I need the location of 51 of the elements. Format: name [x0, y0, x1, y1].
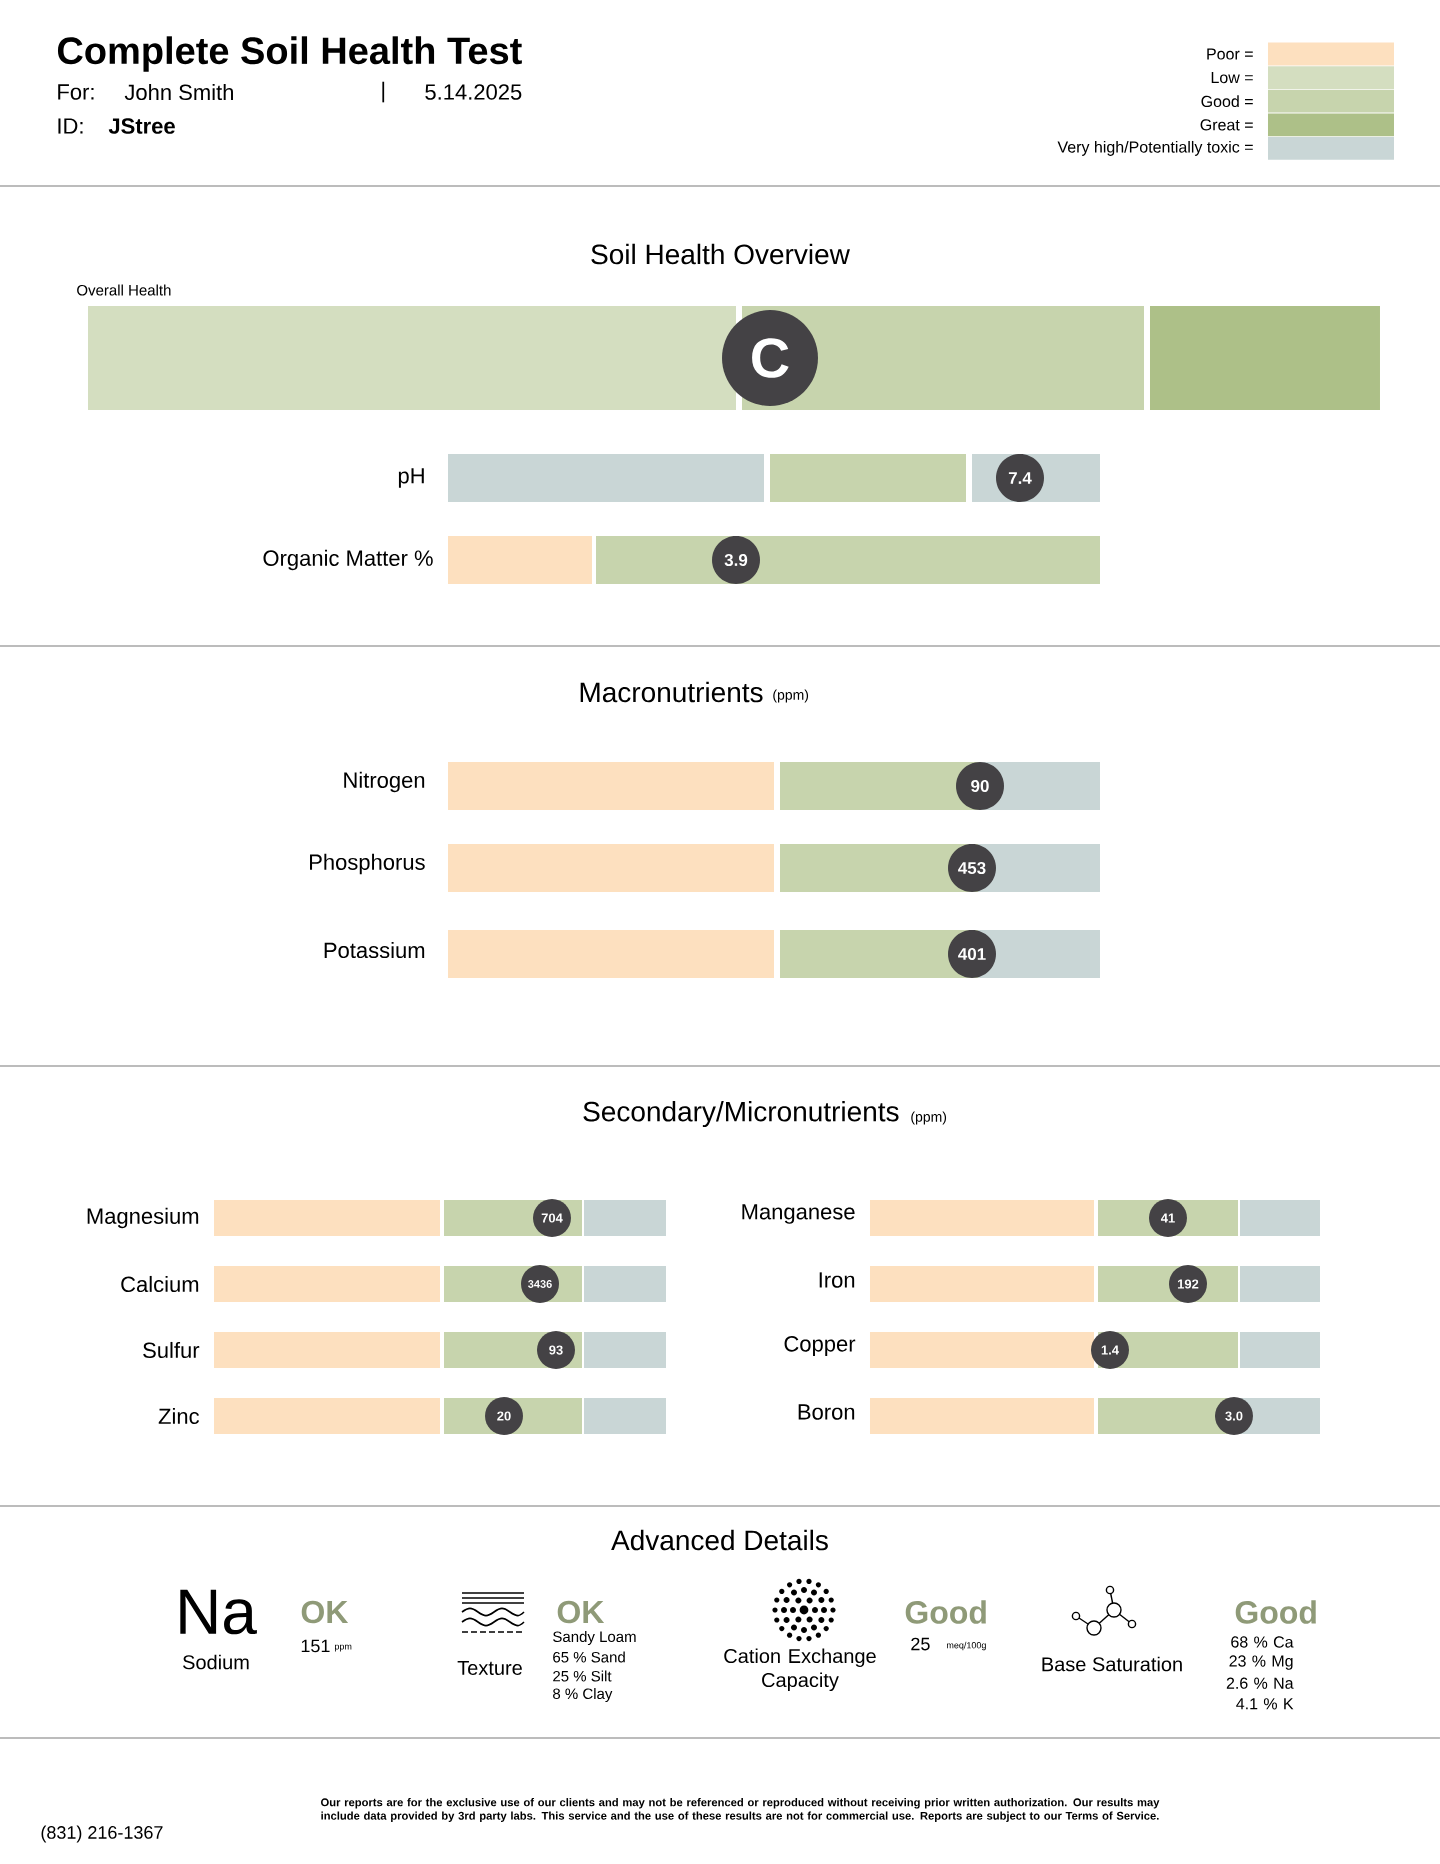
row-label: Magnesium — [87, 1207, 199, 1229]
row-label: Copper — [784, 1336, 856, 1356]
status-rating: OK — [301, 1600, 349, 1624]
measured-value: 4.1 % K — [1236, 1698, 1294, 1710]
row-label: Zinc — [158, 1407, 199, 1425]
row-label: Organic Matter % — [263, 549, 433, 571]
separator: | — [382, 81, 385, 103]
legend-label: Low = — [1211, 72, 1253, 84]
row-label: Iron — [819, 1272, 855, 1288]
legend-label: Very high/Potentially toxic = — [1057, 140, 1253, 156]
row-label: Nitrogen — [344, 771, 425, 793]
item-label: Cation Exchange Capacity — [724, 1648, 876, 1692]
status-rating: Good — [905, 1600, 986, 1624]
report-date: 5.14.2025 — [425, 84, 522, 100]
row-label: Manganese — [742, 1204, 855, 1224]
section-heading: Secondary/Micronutrients — [583, 1100, 899, 1128]
value-badge: 401 — [948, 930, 996, 978]
status-rating: OK — [557, 1600, 605, 1624]
legend-label: Good = — [1201, 95, 1253, 108]
value-badge: 7.4 — [996, 454, 1044, 502]
item-label: Texture — [457, 1661, 522, 1675]
value-badge: C — [722, 310, 818, 406]
client-name: John Smith — [124, 83, 233, 101]
legend-label: Poor = — [1207, 48, 1253, 60]
value-badge: 3.9 — [712, 536, 760, 584]
measured-value: 68 % Ca — [1231, 1636, 1294, 1648]
phone-number: (831) 216-1367 — [41, 1825, 163, 1843]
section-heading: Macronutrients — [580, 681, 763, 703]
row-label: Sulfur — [143, 1341, 200, 1359]
row-label: Calcium — [121, 1275, 199, 1293]
measured-value: 23 % Mg — [1229, 1655, 1293, 1670]
report-title: Complete Soil Health Test — [57, 36, 522, 72]
field-label: For: — [58, 84, 94, 100]
row-label: pH — [398, 468, 424, 488]
status-rating: Good — [1235, 1600, 1316, 1624]
row-label: Phosphorus — [310, 853, 425, 875]
item-label: Sodium — [183, 1654, 249, 1670]
row-label: Potassium — [324, 941, 425, 959]
item-label: Base Saturation — [1042, 1656, 1182, 1672]
section-heading: Soil Health Overview — [591, 243, 850, 265]
value-badge: 90 — [956, 762, 1004, 810]
value-badge: 453 — [948, 844, 996, 892]
measured-value: 151 — [301, 1639, 330, 1653]
legend-label: Great = — [1200, 119, 1253, 131]
measured-value: 2.6 % Na — [1226, 1677, 1294, 1689]
element-symbol: Na — [180, 1589, 257, 1635]
client-id: JStree — [108, 118, 175, 134]
row-label: Boron — [798, 1404, 855, 1420]
measured-value: 25 — [911, 1637, 930, 1651]
section-heading: Advanced Details — [611, 1529, 828, 1551]
field-label: ID: — [58, 118, 83, 134]
